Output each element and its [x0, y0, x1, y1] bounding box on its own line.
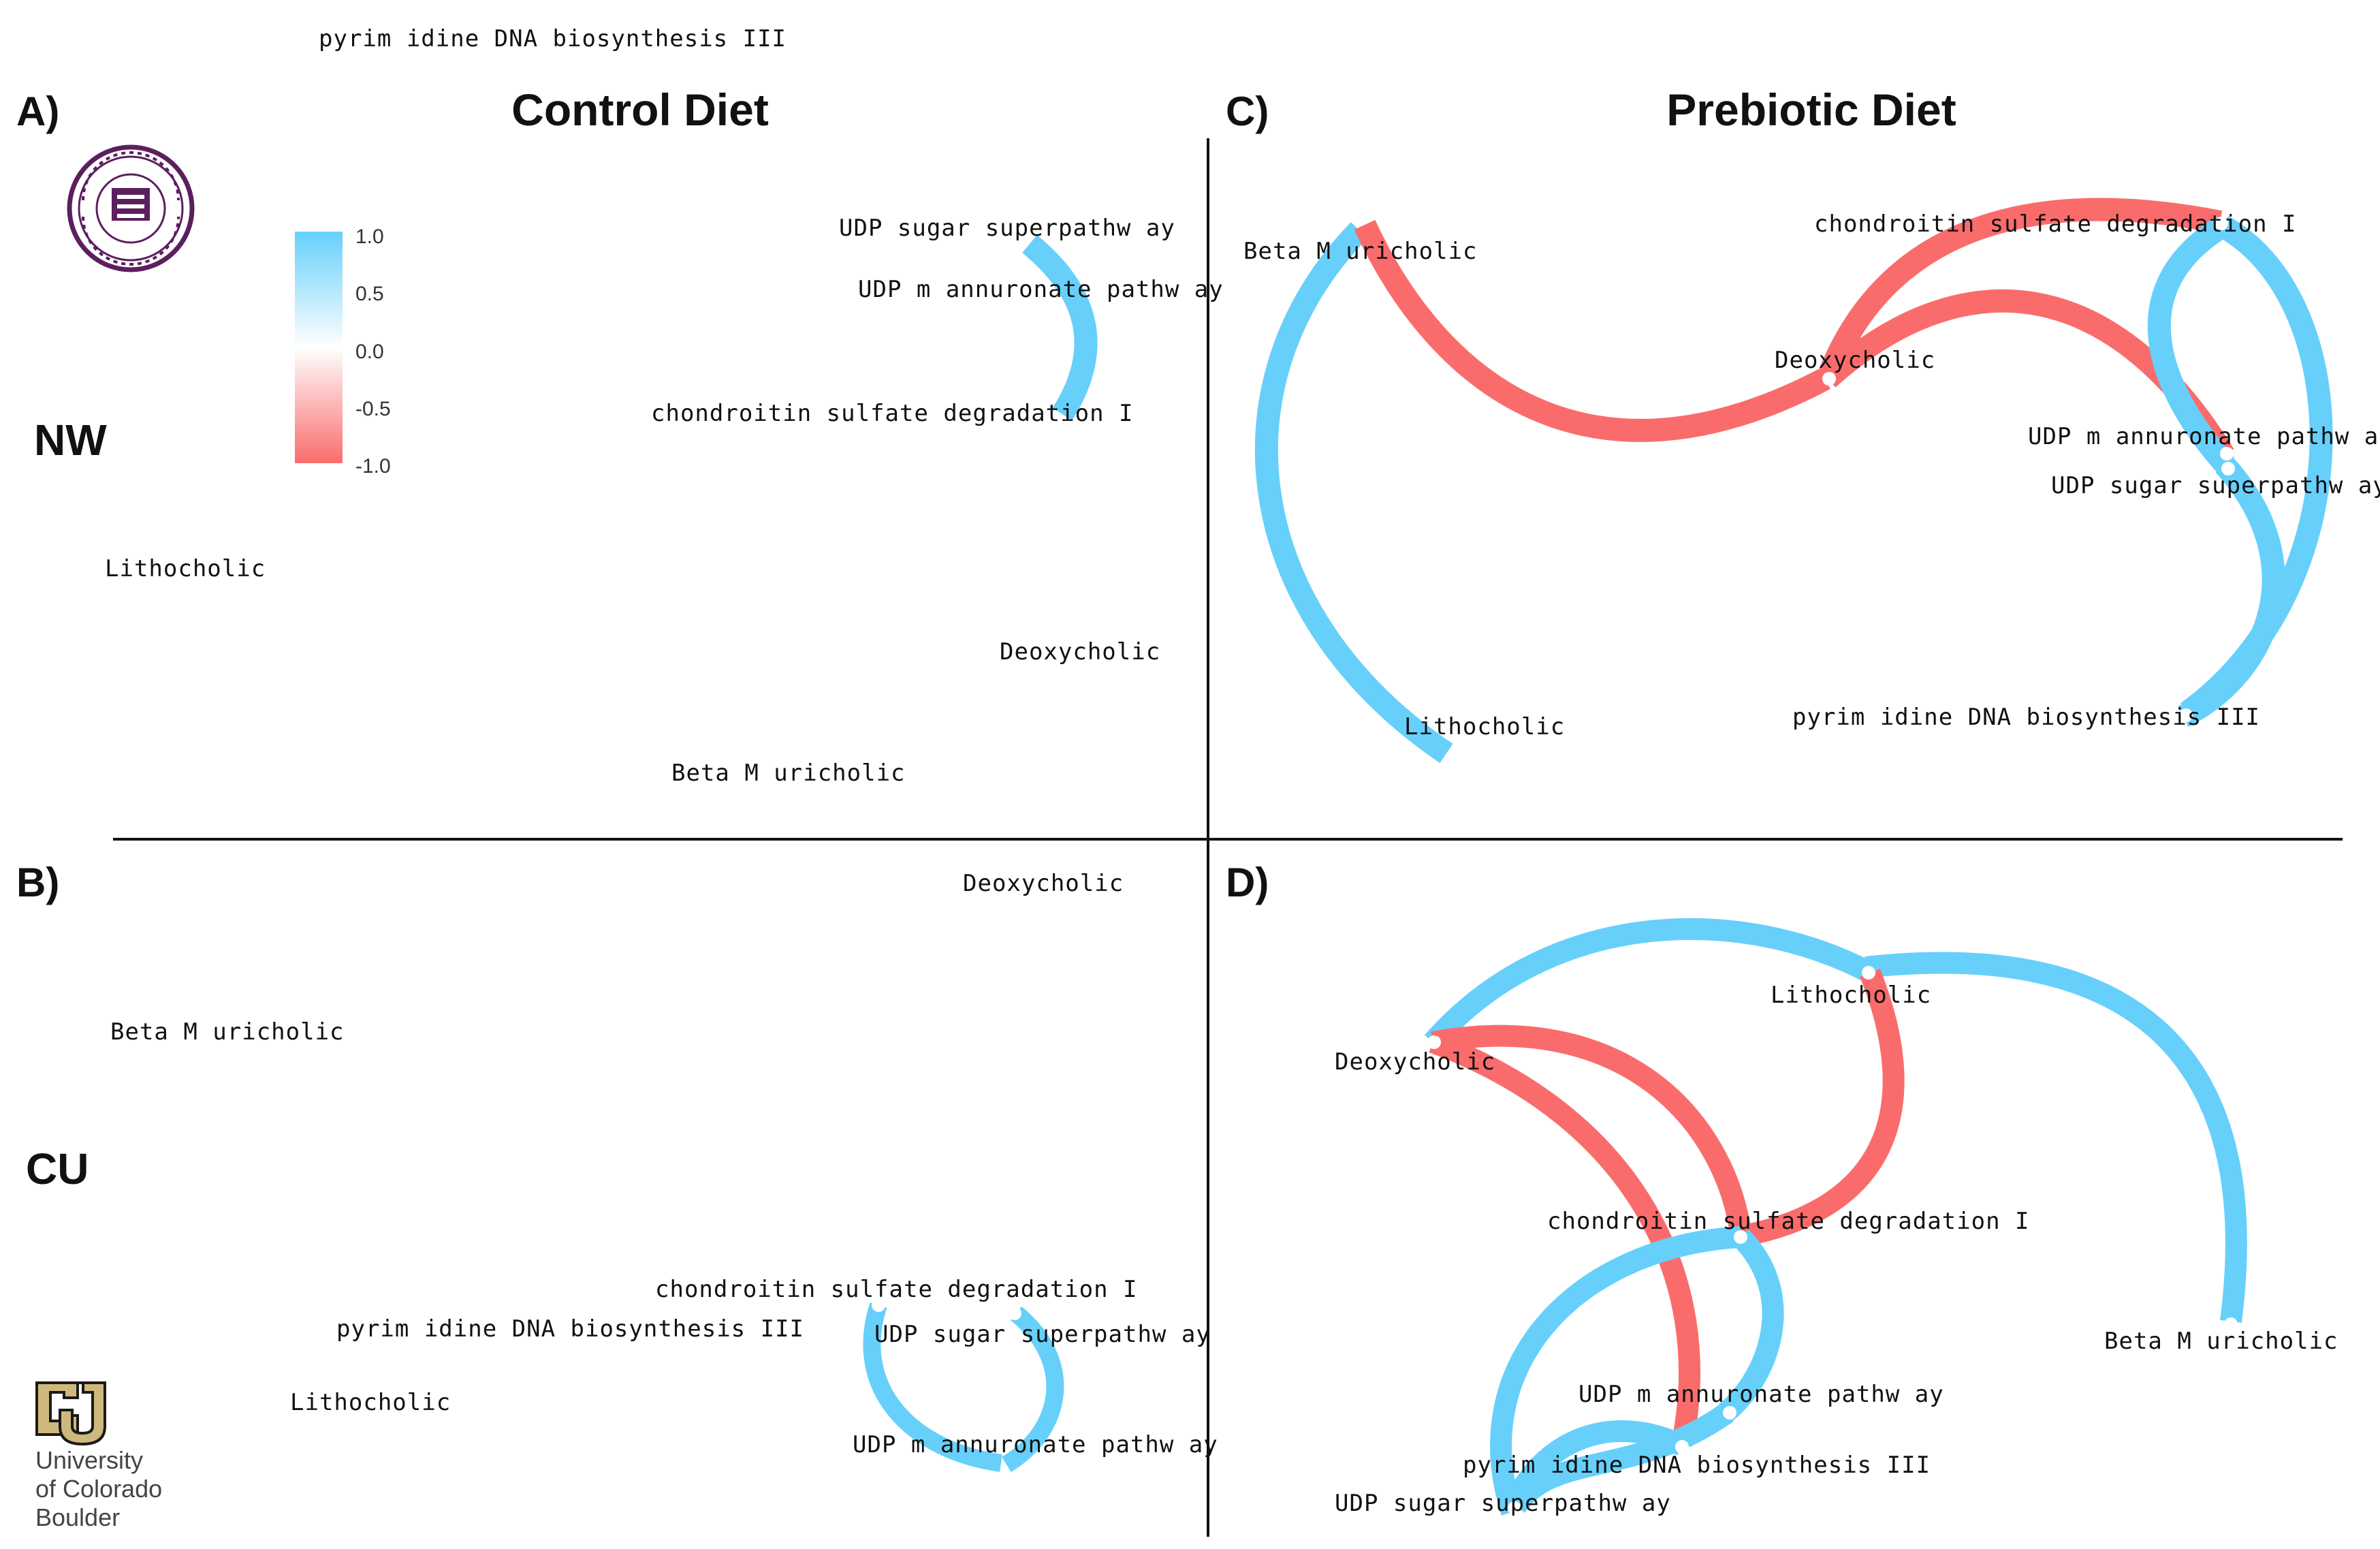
legend-tick: 0.5	[355, 283, 384, 305]
node-dot-udp-sugar	[2221, 462, 2235, 475]
edge-udp-sugar-chondroitin	[1022, 234, 1098, 421]
node-label-udp-sugar: UDP sugar superpathw ay	[839, 215, 1175, 242]
edge-beta-muricholic-lithocholic	[1255, 222, 1453, 764]
node-label-pyrimidine: pyrim idine DNA biosynthesis III	[1463, 1452, 1931, 1479]
node-dot-udp-mannuronate	[1723, 1406, 1736, 1420]
edge-udp-mannuronate-pyrimidine	[2178, 456, 2285, 727]
top-stray-label: pyrim idine DNA biosynthesis III	[319, 25, 787, 52]
node-dot-udp-mannuronate	[2220, 447, 2234, 460]
node-dot-pyrimidine	[2179, 708, 2193, 722]
edge-deoxycholic-chondroitin	[1431, 1024, 1751, 1234]
legend-tick: 1.0	[355, 225, 384, 248]
node-dot-beta-muricholic	[2224, 1317, 2238, 1331]
color-legend: 1.0 0.5 0.0 -0.5 -1.0	[295, 225, 391, 478]
node-dot-udp-sugar	[1008, 1307, 1021, 1320]
network-panel-c: Beta M uricholic chondroitin sulfate deg…	[1243, 198, 2380, 764]
control-diet-title: Control Diet	[511, 84, 769, 135]
node-label-udp-mannuronate: UDP m annuronate pathw ay	[1578, 1381, 1944, 1408]
panel-letter-b: B)	[16, 860, 59, 905]
node-label-beta-muricholic: Beta M uricholic	[110, 1018, 345, 1046]
panel-letter-d: D)	[1226, 860, 1269, 905]
node-label-chondroitin: chondroitin sulfate degradation I	[651, 400, 1134, 427]
cu-text-line: of Colorado	[35, 1475, 162, 1503]
node-label-deoxycholic: Deoxycholic	[963, 870, 1124, 897]
cu-text-line: Boulder	[35, 1503, 120, 1531]
cu-text-line: University	[35, 1446, 143, 1474]
node-label-udp-sugar: UDP sugar superpathw ay	[2051, 472, 2380, 499]
node-label-udp-mannuronate: UDP m annuronate pathw ay	[853, 1431, 1218, 1458]
edge-deoxycholic-chondroitin	[1817, 198, 2223, 383]
cu-boulder-logo: University of Colorado Boulder	[35, 1381, 162, 1531]
node-label-chondroitin: chondroitin sulfate degradation I	[655, 1276, 1138, 1303]
edge-deoxycholic-pyrimidine	[1429, 1032, 1700, 1447]
node-label-beta-muricholic: Beta M uricholic	[1243, 238, 1478, 265]
node-label-beta-muricholic: Beta M uricholic	[671, 760, 906, 787]
network-panel-d: Lithocholic Deoxycholic chondroitin sulf…	[1335, 918, 2338, 1517]
edge-deoxycholic-lithocholic	[1424, 918, 1875, 1050]
node-label-deoxycholic: Deoxycholic	[1000, 638, 1160, 666]
node-label-udp-mannuronate: UDP m annuronate pathw ay	[858, 276, 1224, 303]
node-dot-pyrimidine	[1675, 1440, 1689, 1454]
legend-tick: -0.5	[355, 398, 391, 420]
northwestern-seal	[67, 144, 195, 272]
network-panel-b: Deoxycholic Beta M uricholic chondroitin…	[110, 870, 1218, 1473]
edge-lithocholic-chondroitin	[1734, 969, 1905, 1248]
node-label-deoxycholic: Deoxycholic	[1335, 1048, 1495, 1076]
edge-beta-muricholic-deoxycholic	[1354, 219, 1830, 442]
node-dot-deoxycholic	[1427, 1035, 1441, 1049]
edge-chondroitin-udp-sugar	[1490, 1226, 1741, 1516]
node-dot-lithocholic	[1862, 966, 1875, 980]
edge-chondroitin-udp-sugar	[2147, 216, 2234, 473]
node-dot-chondroitin	[1734, 1230, 1747, 1244]
cu-emblem	[35, 1381, 106, 1446]
edge-udp-mannuronate-udp-sugar	[1506, 1403, 1734, 1514]
node-label-udp-sugar: UDP sugar superpathw ay	[1335, 1490, 1671, 1517]
node-label-beta-muricholic: Beta M uricholic	[2104, 1328, 2338, 1355]
node-label-pyrimidine: pyrim idine DNA biosynthesis III	[1792, 704, 2260, 731]
node-dot-udp-sugar	[1019, 260, 1032, 274]
edge-chondroitin-udp-mannuronate	[863, 1302, 1002, 1472]
edge-chondroitin-udp-mannuronate	[1718, 1229, 1784, 1422]
node-label-lithocholic: Lithocholic	[1771, 982, 1931, 1009]
panel-letter-c: C)	[1226, 89, 1269, 134]
site-label-cu: CU	[26, 1144, 89, 1193]
node-label-chondroitin: chondroitin sulfate degradation I	[1547, 1208, 2030, 1235]
node-dot-chondroitin	[2215, 217, 2228, 230]
legend-gradient-bar	[295, 232, 343, 463]
node-label-lithocholic: Lithocholic	[105, 555, 266, 582]
node-dot-chondroitin	[872, 1298, 885, 1312]
panel-letter-a: A)	[16, 89, 59, 134]
node-label-lithocholic: Lithocholic	[290, 1389, 451, 1416]
network-panel-a: UDP sugar superpathw ay UDP m annuronate…	[105, 215, 1224, 787]
node-label-chondroitin: chondroitin sulfate degradation I	[1814, 210, 2297, 238]
node-label-udp-mannuronate: UDP m annuronate pathw ay	[2028, 423, 2380, 450]
prebiotic-diet-title: Prebiotic Diet	[1666, 84, 1956, 135]
node-label-udp-sugar: UDP sugar superpathw ay	[874, 1321, 1211, 1348]
site-label-nw: NW	[34, 416, 107, 465]
edge-lithocholic-beta-muricholic	[1865, 952, 2247, 1324]
legend-tick: -1.0	[355, 455, 391, 478]
legend-tick: 0.0	[355, 341, 384, 363]
node-label-pyrimidine: pyrim idine DNA biosynthesis III	[336, 1315, 804, 1343]
edge-udp-sugar-udp-mannuronate	[1001, 1306, 1064, 1473]
node-dot-udp-sugar	[1508, 1501, 1521, 1515]
node-label-lithocholic: Lithocholic	[1404, 713, 1565, 740]
node-dot-deoxycholic	[1822, 372, 1836, 386]
node-label-deoxycholic: Deoxycholic	[1775, 347, 1935, 374]
